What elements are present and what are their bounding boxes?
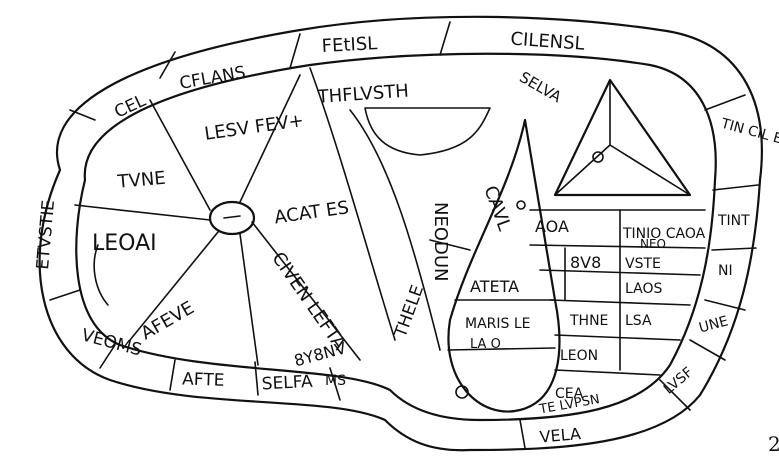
band-divider xyxy=(690,340,725,360)
band-divider xyxy=(713,185,758,190)
band-divider xyxy=(160,52,175,78)
teardrop xyxy=(448,120,559,412)
inscription: CILENSL xyxy=(510,29,585,55)
page-number: 2 xyxy=(768,432,779,456)
pyramid-ridge xyxy=(555,145,610,195)
inscription: AOA xyxy=(535,217,569,236)
inscription: VSTE xyxy=(625,256,661,272)
mark xyxy=(517,201,525,209)
wedge-divider xyxy=(150,100,210,210)
inscription: NEODUN xyxy=(430,202,451,282)
inscription: ATETA xyxy=(470,277,519,296)
teardrop-divider xyxy=(448,348,555,350)
inscription: TINT xyxy=(717,213,750,229)
inscription: CIVEN LEFTA xyxy=(267,248,350,354)
inscription: ACAT ES xyxy=(273,197,350,228)
inscription: SELFA xyxy=(261,372,313,395)
inscription: CEL xyxy=(111,91,149,123)
band-divider xyxy=(290,34,300,68)
mark xyxy=(224,216,240,218)
inscription: MS xyxy=(325,373,346,389)
inscription: LA O xyxy=(470,337,501,352)
inscription: 8Y8NV xyxy=(292,338,348,370)
central-boss xyxy=(210,202,254,234)
inscription: CAVL xyxy=(479,183,514,233)
inscription: LEON xyxy=(560,348,598,364)
cup-shape xyxy=(365,108,490,155)
inscription: LAOS xyxy=(625,281,662,297)
pyramid xyxy=(555,80,690,195)
inscription: LESV FEV+ xyxy=(203,110,305,145)
inscription: VEOMS xyxy=(79,325,143,360)
band-divider xyxy=(50,290,80,300)
inscription: THNE xyxy=(569,313,608,329)
wedge-divider xyxy=(75,205,210,220)
inscription: AFTE xyxy=(182,369,225,390)
band-divider xyxy=(255,362,258,395)
inscription: NI xyxy=(718,263,733,279)
grid-line xyxy=(555,370,660,375)
inscription: FEtISL xyxy=(321,33,378,57)
grid-line xyxy=(555,335,680,340)
inscription: AFEVE xyxy=(137,297,197,344)
lobe-divider xyxy=(350,110,440,350)
inscription: SELVA xyxy=(516,68,565,107)
inscription: TVNE xyxy=(116,168,167,193)
band-divider xyxy=(705,95,745,110)
band-divider xyxy=(712,248,756,250)
band-divider xyxy=(440,22,450,55)
inscription: ETVSTIE xyxy=(33,199,59,270)
mark xyxy=(593,152,603,162)
band-divider xyxy=(70,110,95,120)
inscription: THELE xyxy=(391,283,429,342)
inscription: THFLVSTH xyxy=(316,81,409,108)
band-divider xyxy=(170,360,175,390)
inscription: UNE xyxy=(697,313,730,336)
inscription: VELA xyxy=(539,424,582,447)
wedge-divider xyxy=(240,234,258,365)
band-divider xyxy=(520,420,525,448)
pyramid-ridge xyxy=(610,145,690,195)
grid-line xyxy=(530,245,705,248)
inscription: 8V8 xyxy=(570,253,601,272)
inscription: NEO xyxy=(640,237,666,251)
inscription: CFLANS xyxy=(178,63,247,94)
inscription: LEOAI xyxy=(92,231,157,256)
inscription: MARIS LE xyxy=(465,316,531,332)
inscription: LSA xyxy=(625,313,652,329)
inscription: TIN CIL EN xyxy=(718,116,779,151)
